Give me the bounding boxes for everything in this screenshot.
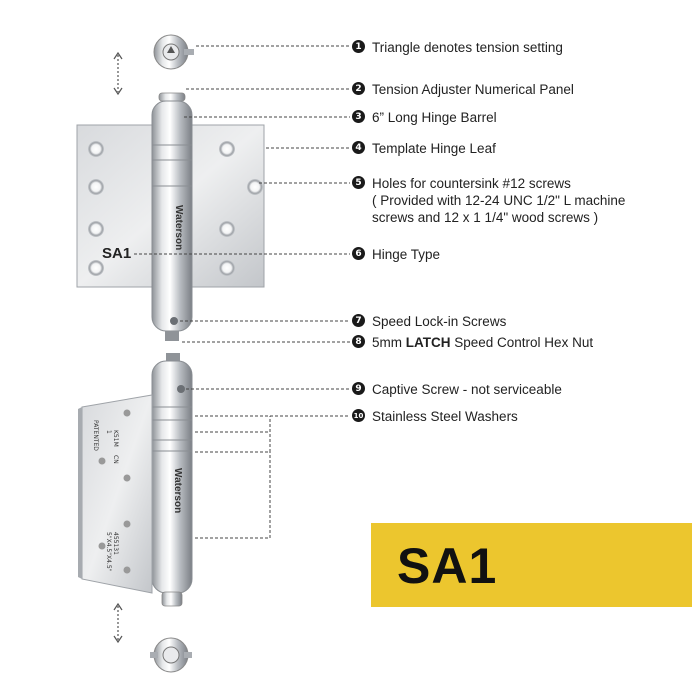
callout-text: Hinge Type — [372, 247, 441, 262]
tension-cap-top — [153, 34, 194, 70]
callout-number: 6 — [352, 247, 365, 260]
lower-barrel: Waterson — [151, 353, 193, 607]
callout-3: 3 6” Long Hinge Barrel — [352, 109, 497, 126]
callout-1: 1 Triangle denotes tension setting — [352, 39, 563, 56]
callout-text-bold: LATCH — [405, 335, 451, 350]
engraving-patent-no: 455131 — [112, 532, 119, 555]
callout-5: 5 Holes for countersink #12 screws ( Pro… — [352, 175, 625, 226]
callout-number: 4 — [352, 141, 365, 154]
callout-6: 6 Hinge Type — [352, 246, 440, 263]
callout-9: 9 Captive Screw - not serviceable — [352, 381, 562, 398]
callout-text: Captive Screw - not serviceable — [372, 382, 562, 397]
callout-text-pre: 5mm — [372, 335, 406, 350]
engraving-model: K51M — [112, 430, 119, 447]
callout-text: Speed Lock-in Screws — [372, 314, 507, 329]
brand-logo-lower: Waterson — [172, 468, 183, 513]
engraving-size: 5"X4.5"X4.5" — [105, 532, 112, 572]
callout-text: 5mm LATCH Speed Control Hex Nut — [372, 334, 593, 351]
callout-text: 6” Long Hinge Barrel — [372, 110, 497, 125]
callout-text-post: Speed Control Hex Nut — [450, 335, 594, 350]
callout-number: 2 — [352, 82, 365, 95]
upper-barrel: Waterson — [151, 92, 193, 341]
callout-8: 8 5mm LATCH Speed Control Hex Nut — [352, 334, 593, 351]
adjust-arrow-top — [113, 51, 123, 96]
callout-text: Template Hinge Leaf — [372, 141, 496, 156]
callout-text: Triangle denotes tension setting — [372, 40, 563, 55]
hinge-type-label: SA1 — [102, 245, 132, 262]
callout-number: 7 — [352, 314, 365, 327]
tension-cap-bottom — [150, 637, 192, 673]
callout-2: 2 Tension Adjuster Numerical Panel — [352, 81, 574, 98]
callout-10: 10 Stainless Steel Washers — [352, 408, 518, 425]
callout-number: 8 — [352, 335, 365, 348]
callout-number: 1 — [352, 40, 365, 53]
leader-lines — [134, 45, 350, 539]
adjust-arrow-bottom — [113, 602, 123, 644]
callout-number: 9 — [352, 382, 365, 395]
callout-text-line2: ( Provided with 12-24 UNC 1/2" L machine — [372, 193, 626, 208]
brand-logo-upper: Waterson — [173, 205, 184, 250]
callout-7: 7 Speed Lock-in Screws — [352, 313, 506, 330]
callout-text-line3: screws and 12 x 1 1/4" wood screws ) — [372, 210, 599, 225]
callout-number: 3 — [352, 110, 365, 123]
callout-number: 5 — [352, 176, 365, 189]
lower-hinge-leaf: K51M 1 CN PATENTED 455131 5"X4.5"X4.5" — [78, 394, 153, 594]
callout-text: Stainless Steel Washers — [372, 409, 518, 424]
engraving-origin: CN — [112, 455, 119, 464]
model-badge-text: SA1 — [397, 538, 498, 594]
model-badge: SA1 — [371, 523, 692, 607]
callout-text: Tension Adjuster Numerical Panel — [372, 82, 574, 97]
callout-text: Holes for countersink #12 screws — [372, 176, 571, 191]
callout-number: 10 — [352, 409, 365, 422]
callout-4: 4 Template Hinge Leaf — [352, 140, 496, 157]
engraving-patented: PATENTED — [92, 420, 99, 451]
engraving-number: 1 — [105, 430, 112, 434]
